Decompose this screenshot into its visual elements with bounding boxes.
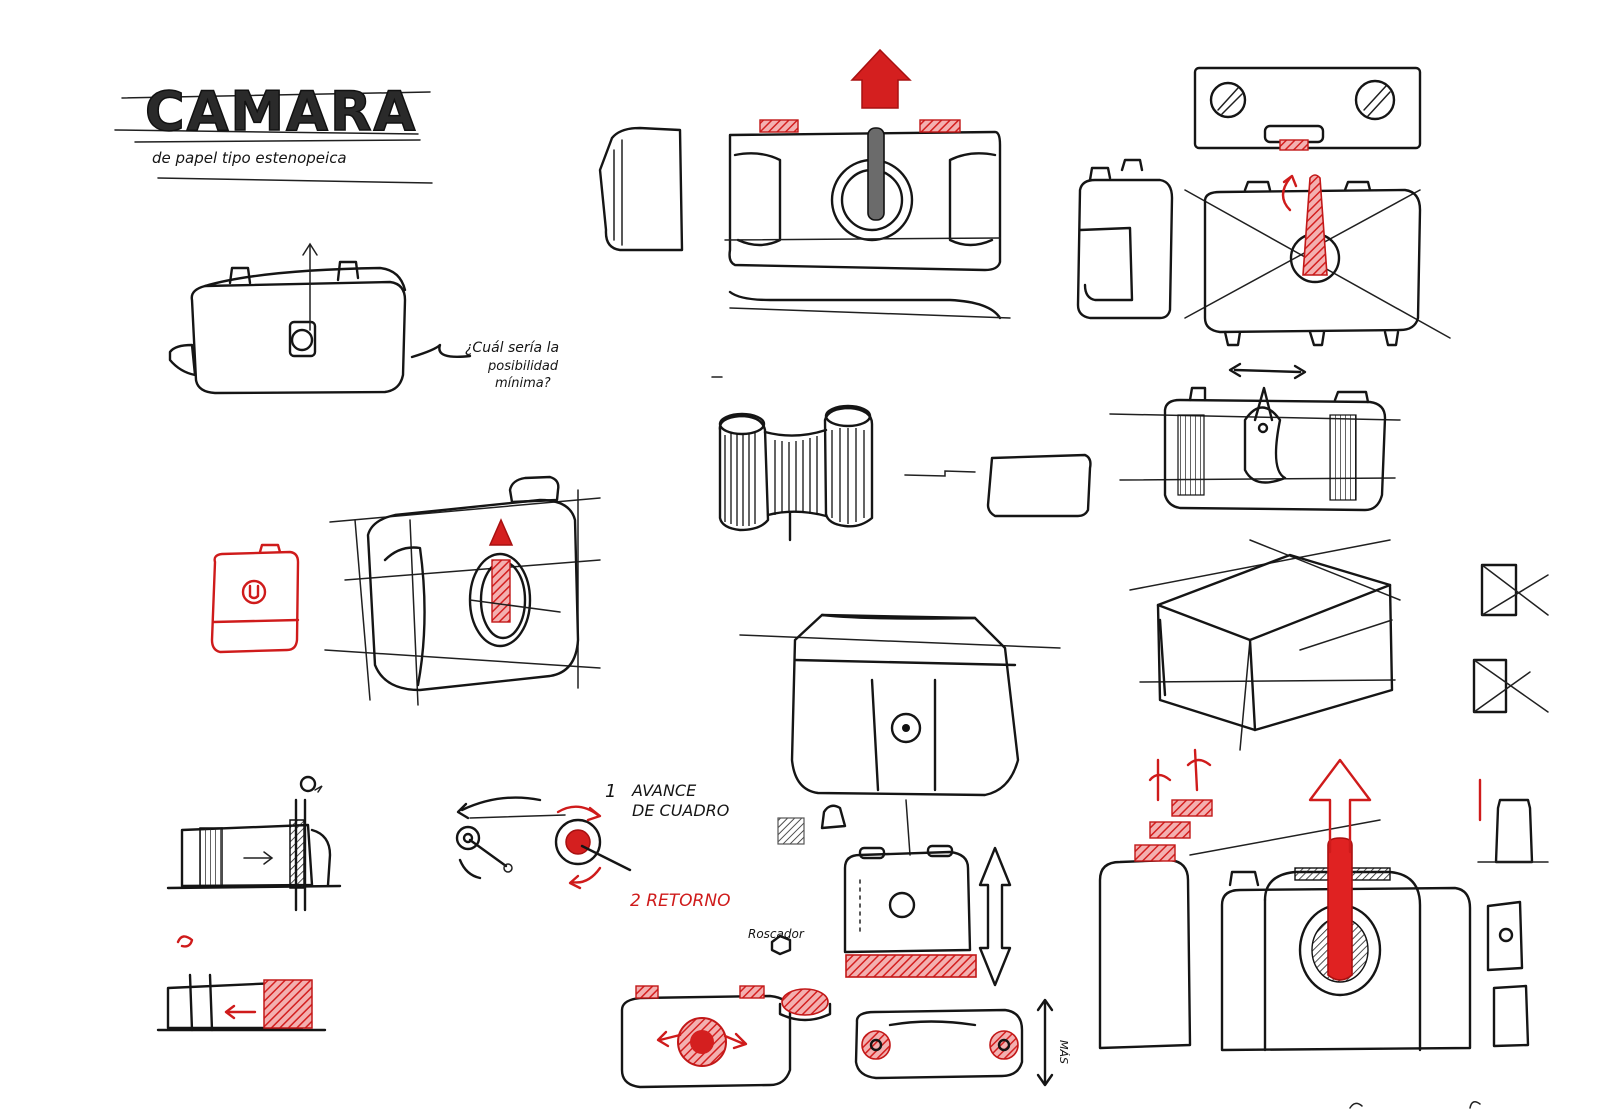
- sketch-camera-small: ¿Cuál sería la posibilidad mínima?: [168, 242, 559, 395]
- sketch-camera-arrow: [1098, 748, 1472, 1052]
- sketch-right-mini: [1472, 563, 1549, 1048]
- sketch-bottom-top-views: Roscador MÁS: [620, 927, 1070, 1089]
- sketch-right-perspective: [1129, 539, 1401, 751]
- stray-marks: [711, 376, 1481, 1109]
- sketch-film-cartridges: [718, 404, 1092, 542]
- note-retorno: 2 RETORNO: [630, 891, 730, 911]
- subtitle-text: de papel tipo estenopeica: [152, 149, 347, 167]
- note-question-3: mínima?: [495, 376, 551, 391]
- note-question-2: posibilidad: [487, 359, 559, 374]
- title-block: CAMARA de papel tipo estenopeica: [114, 79, 433, 184]
- sketch-front-view: [598, 48, 1011, 320]
- sketch-roll-slide-red: [156, 935, 327, 1032]
- title-text: CAMARA: [145, 80, 417, 143]
- sketch-camera-perspective: [324, 475, 601, 706]
- note-avance-num: 1: [605, 781, 616, 802]
- note-question-1: ¿Cuál sería la: [465, 340, 559, 356]
- note-avance-1: AVANCE: [631, 781, 697, 800]
- note-mas: MÁS: [1057, 1040, 1070, 1064]
- sketch-camera-large: [739, 613, 1061, 856]
- sketch-right-middle: [1109, 362, 1401, 512]
- sketch-roll-slide: [166, 775, 342, 912]
- sketch-top-right: [1076, 66, 1451, 347]
- note-rosca: Roscador: [748, 927, 805, 941]
- sketch-red-camera: [210, 543, 300, 654]
- sketch-advance-mechanism: 1 AVANCE DE CUADRO 2 RETORNO: [455, 781, 730, 911]
- sketch-parts-small: [777, 804, 1012, 987]
- note-avance-2: DE CUADRO: [632, 801, 729, 820]
